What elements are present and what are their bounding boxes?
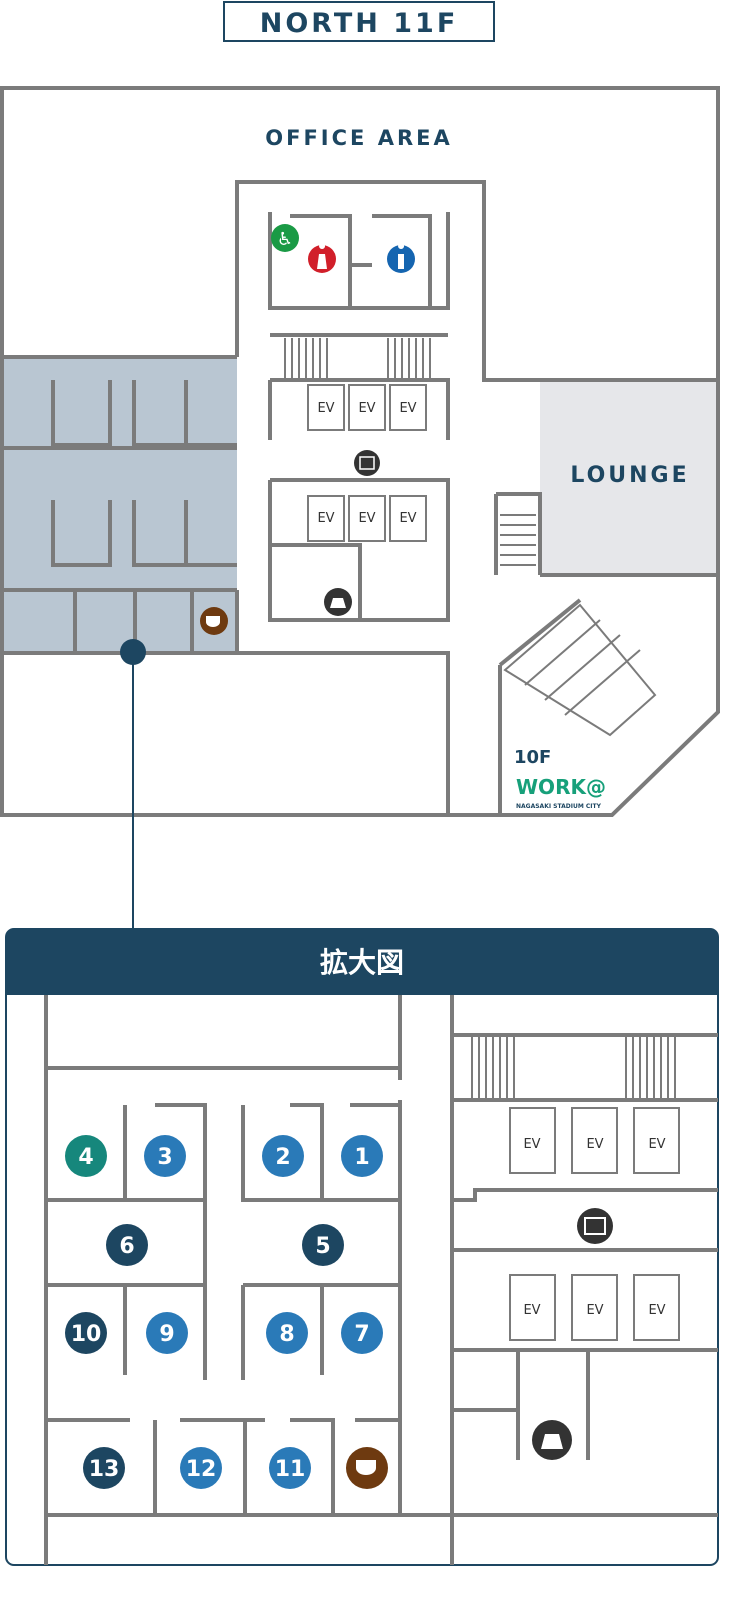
booth-number: 9 [159, 1322, 174, 1347]
booth-4[interactable]: 4 [65, 1135, 107, 1177]
svg-text:EV: EV [358, 401, 375, 416]
svg-text:EV: EV [358, 511, 375, 526]
kettle-icon [532, 1420, 572, 1460]
highlighted-area[interactable] [4, 357, 237, 653]
booth-11[interactable]: 11 [269, 1447, 311, 1489]
booth-number: 2 [275, 1145, 290, 1170]
elevators-enlarged: EV EV EV EV EV EV [509, 1107, 680, 1341]
lower-floor-label: 10F [514, 747, 551, 768]
floor-title: NORTH 11F [260, 8, 459, 39]
elevator-hall-icon [577, 1208, 613, 1244]
male-restroom-icon [387, 243, 415, 273]
booth-number: 10 [71, 1322, 102, 1347]
booth-marker[interactable] [65, 1312, 107, 1354]
lounge-area[interactable] [540, 380, 718, 575]
booth-10[interactable]: 10 [65, 1312, 107, 1354]
booth-marker[interactable] [146, 1312, 188, 1354]
svg-text:EV: EV [523, 1303, 540, 1318]
booth-marker[interactable] [106, 1224, 148, 1266]
booth-number: 1 [354, 1145, 369, 1170]
booth-6[interactable]: 6 [106, 1224, 148, 1266]
svg-text:EV: EV [648, 1137, 665, 1152]
svg-text:EV: EV [586, 1137, 603, 1152]
svg-text:EV: EV [399, 511, 416, 526]
booth-marker[interactable] [302, 1224, 344, 1266]
coffee-icon [346, 1447, 388, 1489]
svg-text:EV: EV [586, 1303, 603, 1318]
booth-number: 7 [354, 1322, 369, 1347]
booth-number: 6 [119, 1234, 134, 1259]
booth-marker[interactable] [266, 1312, 308, 1354]
work-logo[interactable]: WORK@ [516, 775, 606, 799]
elevators-upper: EV EV EV EV EV EV [307, 384, 427, 542]
booth-marker[interactable] [341, 1312, 383, 1354]
svg-text:EV: EV [317, 401, 334, 416]
booth-9[interactable]: 9 [146, 1312, 188, 1354]
booth-marker[interactable] [144, 1135, 186, 1177]
core-walls [2, 180, 718, 815]
svg-text:EV: EV [648, 1303, 665, 1318]
svg-text:EV: EV [317, 511, 334, 526]
booth-marker[interactable] [83, 1447, 125, 1489]
booth-5[interactable]: 5 [302, 1224, 344, 1266]
female-restroom-icon [308, 243, 336, 273]
booth-number: 3 [157, 1145, 172, 1170]
work-logo-sub: NAGASAKI STADIUM CITY [516, 803, 602, 810]
kettle-icon [324, 588, 352, 616]
booth-13[interactable]: 13 [83, 1447, 125, 1489]
office-area-label: OFFICE AREA [265, 126, 452, 150]
booth-marker[interactable] [269, 1447, 311, 1489]
svg-text:♿: ♿ [277, 229, 293, 250]
coffee-icon [200, 607, 228, 635]
booth-number: 13 [89, 1457, 120, 1482]
svg-text:EV: EV [399, 401, 416, 416]
booth-marker[interactable] [180, 1447, 222, 1489]
booth-marker[interactable] [341, 1135, 383, 1177]
enlarged-title: 拡大図 [320, 946, 404, 979]
building-outline [0, 86, 720, 817]
floor-title-box: NORTH 11F [223, 1, 495, 42]
callout-marker[interactable] [120, 639, 146, 665]
booth-number: 5 [315, 1234, 330, 1259]
booth-number: 11 [275, 1457, 306, 1482]
booth-number: 4 [78, 1145, 93, 1170]
wheelchair-icon: ♿ [271, 224, 299, 252]
booth-marker[interactable] [262, 1135, 304, 1177]
elevator-hall-icon [354, 450, 380, 476]
booth-number: 8 [279, 1322, 294, 1347]
svg-text:EV: EV [523, 1137, 540, 1152]
booth-marker[interactable] [65, 1135, 107, 1177]
booth-8[interactable]: 8 [266, 1312, 308, 1354]
lounge-label: LOUNGE [570, 463, 689, 488]
booth-7[interactable]: 7 [341, 1312, 383, 1354]
booth-1[interactable]: 1 [341, 1135, 383, 1177]
booth-12[interactable]: 12 [180, 1447, 222, 1489]
enlarged-panel: 拡大図 [5, 928, 719, 1566]
booth-3[interactable]: 3 [144, 1135, 186, 1177]
booth-2[interactable]: 2 [262, 1135, 304, 1177]
booth-number: 12 [186, 1457, 217, 1482]
